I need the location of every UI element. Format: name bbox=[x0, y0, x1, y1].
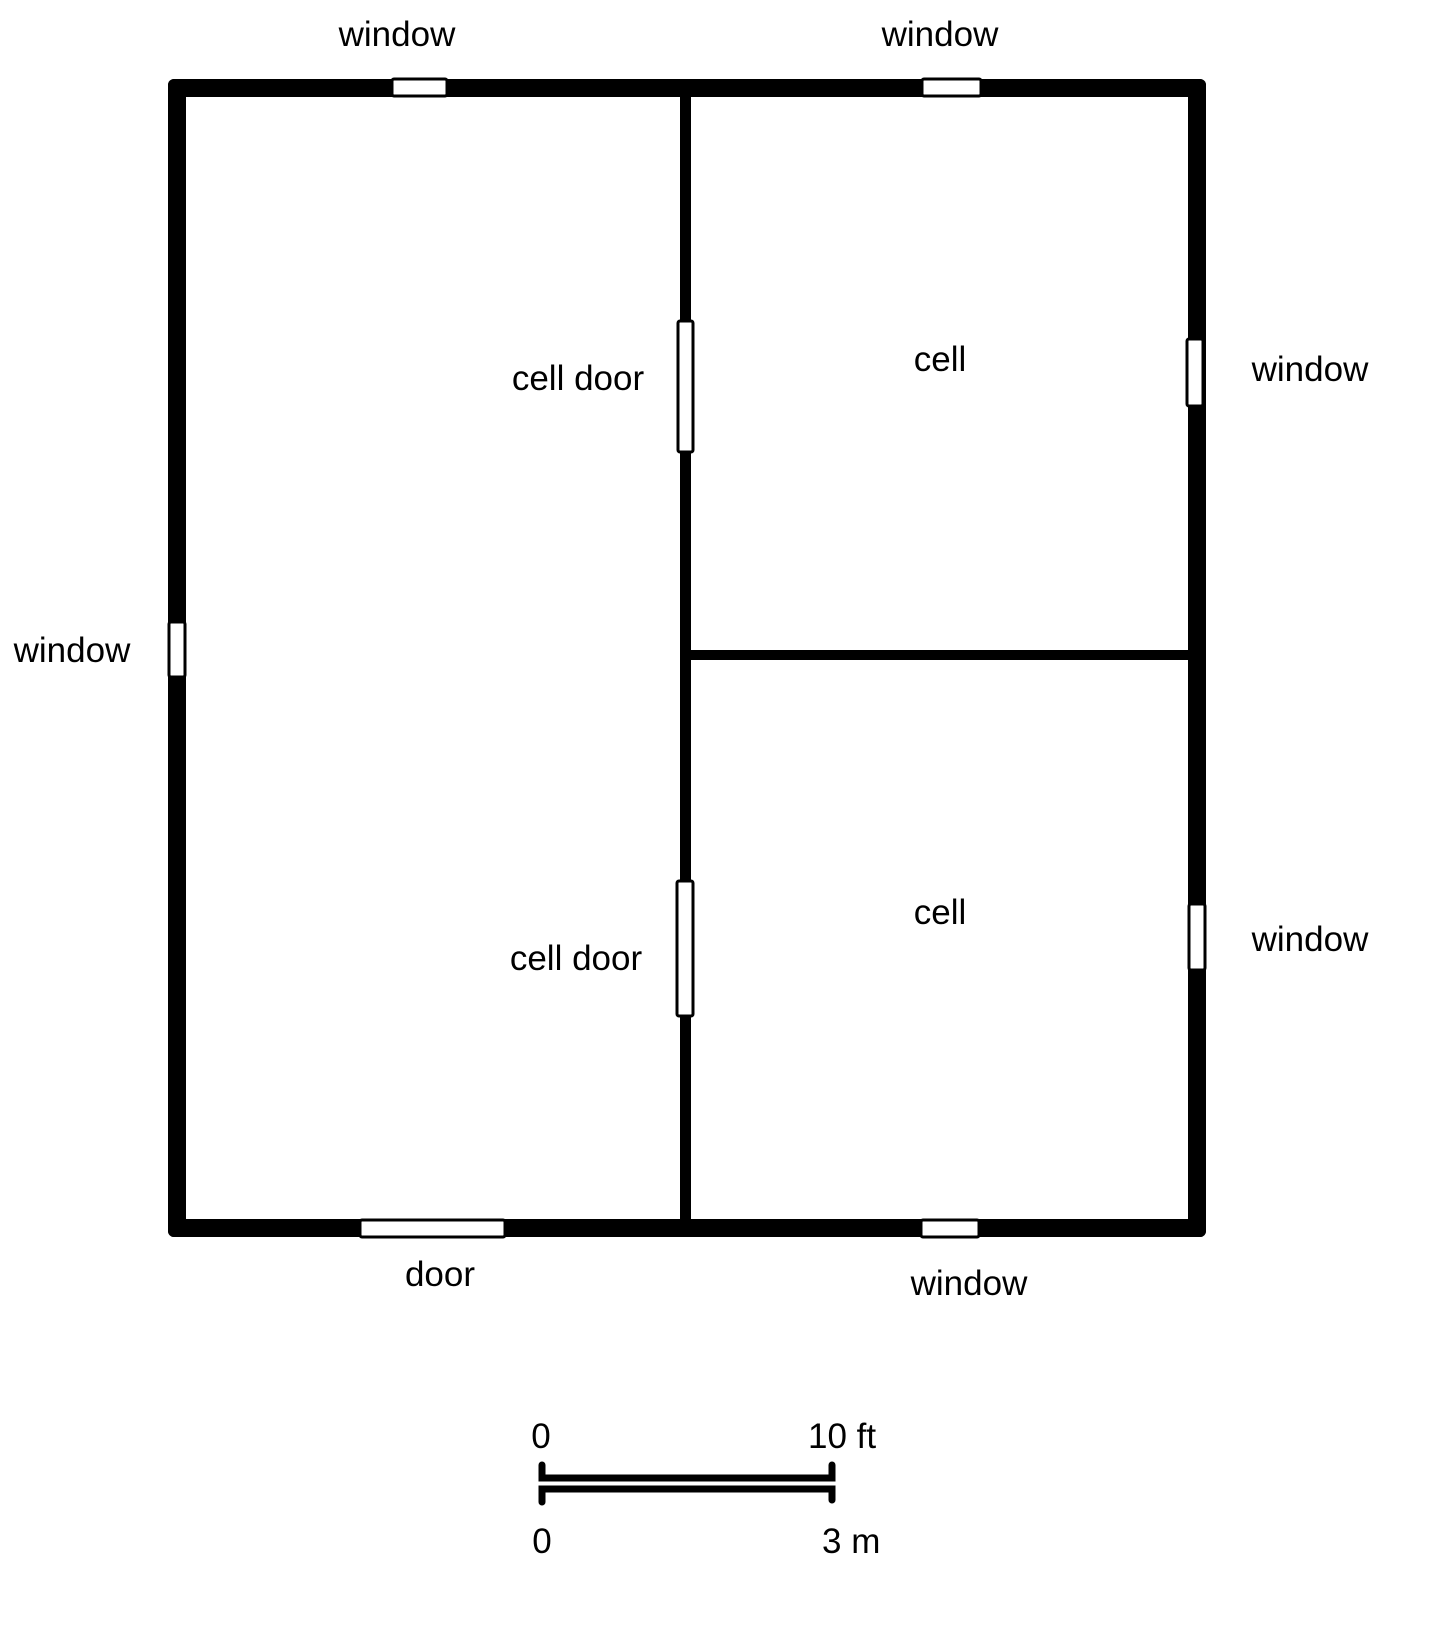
cell-door-upper bbox=[676, 319, 695, 454]
door-entrance bbox=[358, 1218, 507, 1239]
label-cell-door-lower: cell door bbox=[510, 939, 643, 978]
scale-bar-meters bbox=[538, 1485, 836, 1506]
scale-bar-feet bbox=[538, 1461, 836, 1482]
label-window-right-lower: window bbox=[1251, 920, 1369, 959]
cell-door-lower bbox=[675, 879, 695, 1018]
openings bbox=[167, 77, 1207, 1239]
window-right-lower bbox=[1187, 902, 1207, 972]
labels: window window window window window door … bbox=[13, 15, 1369, 1303]
scale-feet-end: 10 ft bbox=[808, 1417, 876, 1456]
label-cell-lower: cell bbox=[914, 893, 967, 932]
window-left bbox=[167, 620, 187, 679]
scale-meters-start: 0 bbox=[532, 1522, 551, 1561]
window-top-right bbox=[920, 77, 983, 98]
window-right-upper bbox=[1185, 337, 1205, 408]
label-window-bottom: window bbox=[910, 1264, 1028, 1303]
label-window-left: window bbox=[13, 631, 131, 670]
label-window-right-upper: window bbox=[1251, 350, 1369, 389]
label-cell-door-upper: cell door bbox=[512, 359, 645, 398]
window-bottom bbox=[919, 1218, 981, 1239]
scale-bar: 0 10 ft 0 3 m bbox=[531, 1417, 880, 1561]
window-top-left bbox=[390, 77, 449, 98]
label-cell-upper: cell bbox=[914, 340, 967, 379]
label-door: door bbox=[405, 1255, 475, 1294]
scale-feet-start: 0 bbox=[531, 1417, 550, 1456]
label-window-top-left: window bbox=[338, 15, 456, 54]
label-window-top-right: window bbox=[881, 15, 999, 54]
wall-cell-divider bbox=[685, 650, 1193, 660]
walls bbox=[168, 79, 1206, 1237]
scale-meters-end: 3 m bbox=[822, 1522, 880, 1561]
